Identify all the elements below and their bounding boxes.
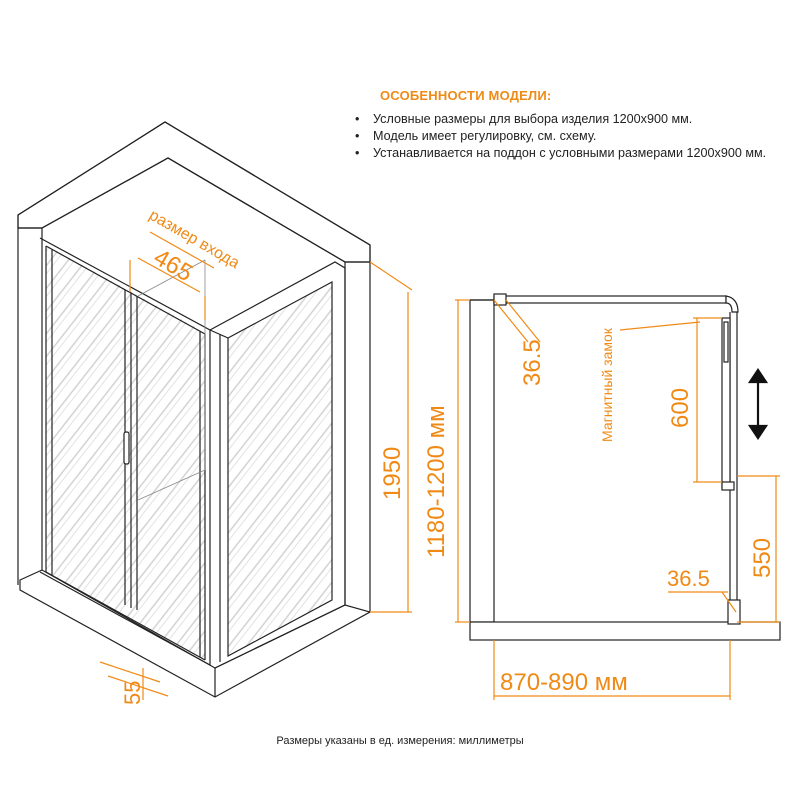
features-block: ОСОБЕННОСТИ МОДЕЛИ: Условные размеры для… (355, 88, 795, 162)
isometric-view (17, 121, 372, 698)
features-title: ОСОБЕННОСТИ МОДЕЛИ: (380, 88, 552, 103)
magnet-height-value: 600 (667, 388, 694, 428)
depth-range-value: 870-890 мм (500, 669, 628, 696)
side-glass-panel (228, 282, 332, 656)
width-range-value: 1180-1200 мм (423, 405, 450, 558)
corner-profile (725, 295, 739, 313)
plan-dimensions (455, 299, 780, 700)
height-value: 1950 (379, 447, 406, 500)
bottom-wall (469, 621, 781, 641)
plan-view (469, 293, 781, 641)
door-handle (123, 431, 130, 465)
base-offset-value: 55 (120, 681, 145, 705)
top-profile (493, 295, 727, 304)
plan-top-offset: 36.5 (519, 339, 546, 386)
magnet-label: Магнитный замок (599, 327, 615, 442)
features-list: Условные размеры для выбора изделия 1200… (355, 111, 795, 162)
features-item: Устанавливается на поддон с условными ра… (355, 145, 795, 162)
entry-width-value: 465 (149, 244, 197, 287)
room-outline (17, 121, 371, 262)
plan-bottom-offset: 36.5 (667, 566, 710, 591)
features-item: Условные размеры для выбора изделия 1200… (355, 111, 795, 128)
units-footnote: Размеры указаны в ед. измерения: миллиме… (276, 735, 524, 747)
features-item: Модель имеет регулировку, см. схему. (355, 128, 795, 145)
iso-dimensions (99, 231, 413, 700)
left-wall (469, 299, 495, 623)
lower-height-value: 550 (749, 538, 776, 578)
double-arrow-vertical-icon (747, 368, 769, 440)
